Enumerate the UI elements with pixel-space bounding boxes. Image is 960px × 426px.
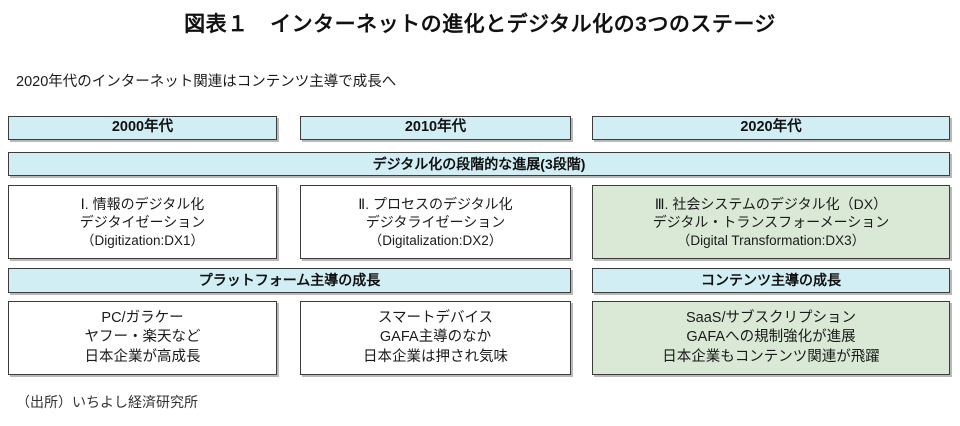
stage-box-dx1: Ⅰ. 情報のデジタル化 デジタイゼーション （Digitization:DX1） [8, 185, 277, 259]
stage-english-term: （Digitalization:DX2） [368, 232, 503, 248]
stage-title: Ⅲ. 社会システムのデジタル化（DX） [654, 195, 888, 212]
detail-line: 日本企業が高成長 [84, 348, 201, 365]
detail-line: PC/ガラケー [101, 310, 184, 327]
figure-subtitle: 2020年代のインターネット関連はコンテンツ主導で成長へ [16, 74, 397, 90]
decade-label: 2020年代 [740, 119, 802, 136]
stage-title: Ⅰ. 情報のデジタル化 [80, 195, 205, 212]
detail-line: 日本企業は押され気味 [363, 348, 508, 365]
source-note: （出所）いちよし経済研究所 [16, 394, 198, 410]
stage-box-dx2: Ⅱ. プロセスのデジタル化 デジタライゼーション （Digitalization… [300, 185, 571, 259]
detail-box-2020s: SaaS/サブスクリプション GAFAへの規制強化が進展 日本企業もコンテンツ関… [592, 301, 950, 375]
detail-box-2000s: PC/ガラケー ヤフー・楽天など 日本企業が高成長 [8, 301, 277, 375]
detail-line: GAFA主導のなか [379, 329, 492, 346]
growth-banner-label: プラットフォーム主導の成長 [198, 272, 381, 289]
detail-line: GAFAへの規制強化が進展 [686, 329, 856, 346]
stage-box-dx3: Ⅲ. 社会システムのデジタル化（DX） デジタル・トランスフォーメーション （D… [592, 185, 950, 259]
decade-header-2010s: 2010年代 [300, 116, 571, 140]
decade-header-2000s: 2000年代 [8, 116, 277, 140]
stage-japanese-term: デジタル・トランスフォーメーション [652, 214, 890, 231]
detail-line: SaaS/サブスクリプション [686, 310, 856, 327]
figure-title: 図表１ インターネットの進化とデジタル化の3つのステージ [184, 13, 776, 36]
detail-line: 日本企業もコンテンツ関連が飛躍 [662, 348, 880, 365]
stage-title: Ⅱ. プロセスのデジタル化 [358, 195, 513, 212]
decade-header-2020s: 2020年代 [592, 116, 950, 140]
growth-banner-label: コンテンツ主導の成長 [701, 272, 841, 289]
stage-japanese-term: デジタライゼーション [365, 214, 506, 231]
stage-english-term: （Digitization:DX1） [80, 232, 205, 248]
stage-japanese-term: デジタイゼーション [79, 214, 206, 231]
detail-line: ヤフー・楽天など [84, 329, 201, 346]
growth-banner-content-led: コンテンツ主導の成長 [592, 268, 950, 293]
growth-banner-platform-led: プラットフォーム主導の成長 [8, 268, 571, 293]
digitalization-progress-banner: デジタル化の段階的な進展(3段階) [8, 152, 950, 176]
digitalization-banner-label: デジタル化の段階的な進展(3段階) [372, 155, 586, 172]
stage-english-term: （Digital Transformation:DX3） [676, 232, 866, 248]
detail-box-2010s: スマートデバイス GAFA主導のなか 日本企業は押され気味 [300, 301, 571, 375]
decade-label: 2010年代 [404, 119, 467, 136]
decade-label: 2000年代 [111, 119, 174, 136]
detail-line: スマートデバイス [377, 310, 494, 327]
